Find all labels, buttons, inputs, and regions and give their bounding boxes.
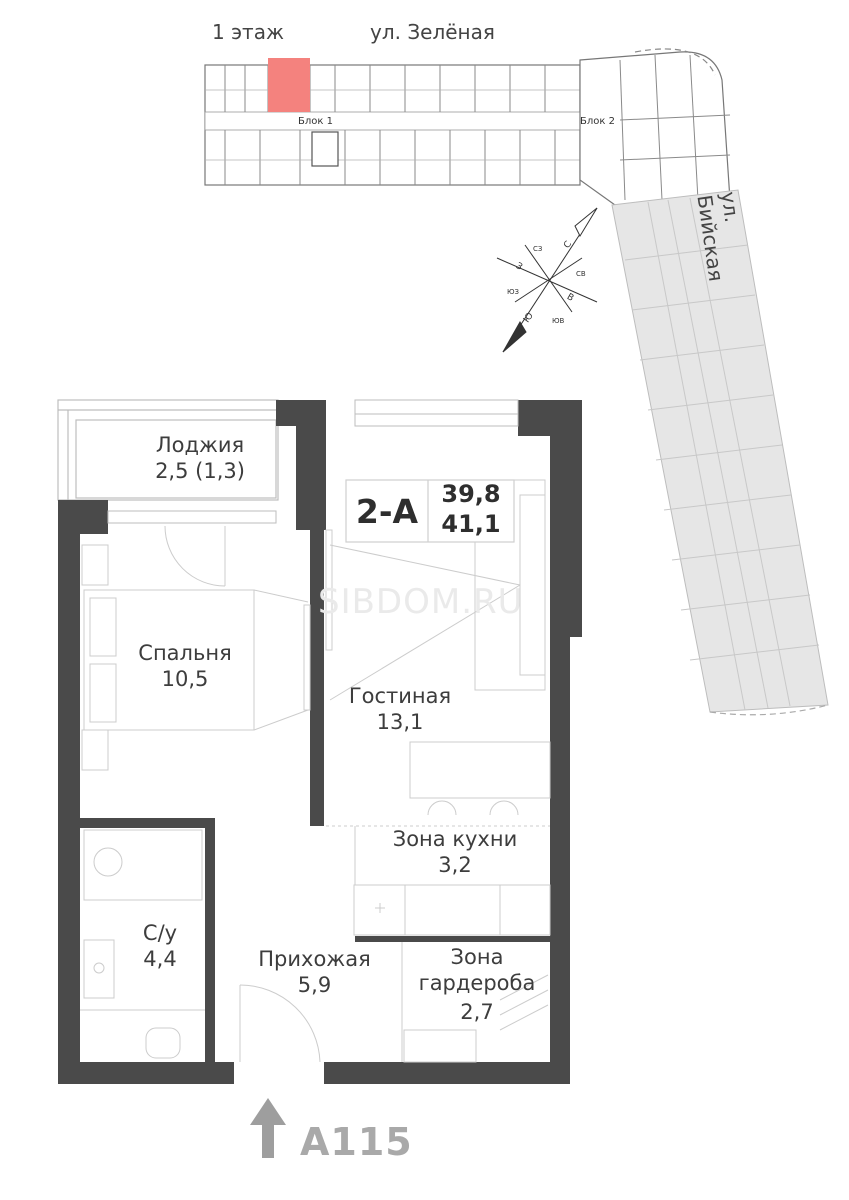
compass-rose — [496, 207, 598, 353]
site-plan — [204, 48, 829, 716]
room-living: Гостиная 13,1 — [320, 683, 480, 736]
room-bathroom: С/у 4,4 — [120, 920, 200, 973]
room-bathroom-name: С/у — [142, 921, 178, 945]
room-loggia-area: 2,5 (1,3) — [155, 459, 245, 484]
area-living: 39,8 — [441, 480, 501, 508]
watermark: SIBDOM.RU — [318, 582, 524, 622]
entrance-arrow — [250, 1098, 286, 1158]
compass-se: ЮВ — [552, 317, 565, 325]
room-bedroom-area: 10,5 — [161, 667, 209, 692]
windows — [107, 399, 519, 524]
room-loggia: Лоджия 2,5 (1,3) — [95, 432, 305, 485]
room-hallway-name: Прихожая — [258, 947, 371, 971]
room-bedroom: Спальня 10,5 — [100, 640, 270, 693]
street-top-label: ул. Зелёная — [370, 20, 495, 44]
apartment-type-code: 2-А — [355, 491, 419, 531]
room-hallway: Прихожая 5,9 — [232, 946, 397, 999]
compass-sw: ЮЗ — [507, 288, 520, 296]
room-loggia-name: Лоджия — [155, 433, 245, 457]
walls — [58, 400, 582, 1084]
room-wardrobe: Зона гардероба 2,7 — [398, 944, 556, 1025]
room-wardrobe-name-line1: Зона — [450, 945, 504, 969]
furniture — [80, 479, 551, 1063]
block2-label: Блок 2 — [580, 116, 615, 127]
room-living-area: 13,1 — [376, 710, 424, 735]
loggia-outline — [57, 399, 279, 501]
room-wardrobe-name-line2: гардероба — [418, 971, 536, 996]
compass-ne: СВ — [576, 270, 586, 278]
room-kitchen-name: Зона кухни — [392, 827, 518, 851]
room-wardrobe-area: 2,7 — [460, 999, 494, 1024]
block1-label: Блок 1 — [298, 116, 333, 127]
apartment-number: А115 — [300, 1120, 413, 1164]
room-kitchen-area: 3,2 — [438, 853, 472, 878]
room-bathroom-area: 4,4 — [143, 947, 177, 972]
compass-nw: СЗ — [533, 245, 543, 253]
floor-label: 1 этаж — [212, 20, 284, 44]
room-kitchen: Зона кухни 3,2 — [365, 826, 545, 879]
room-living-name: Гостиная — [348, 684, 452, 708]
room-hallway-area: 5,9 — [297, 973, 332, 998]
area-badge-frame — [345, 479, 515, 543]
room-bedroom-name: Спальня — [138, 641, 232, 665]
area-total: 41,1 — [441, 510, 501, 538]
